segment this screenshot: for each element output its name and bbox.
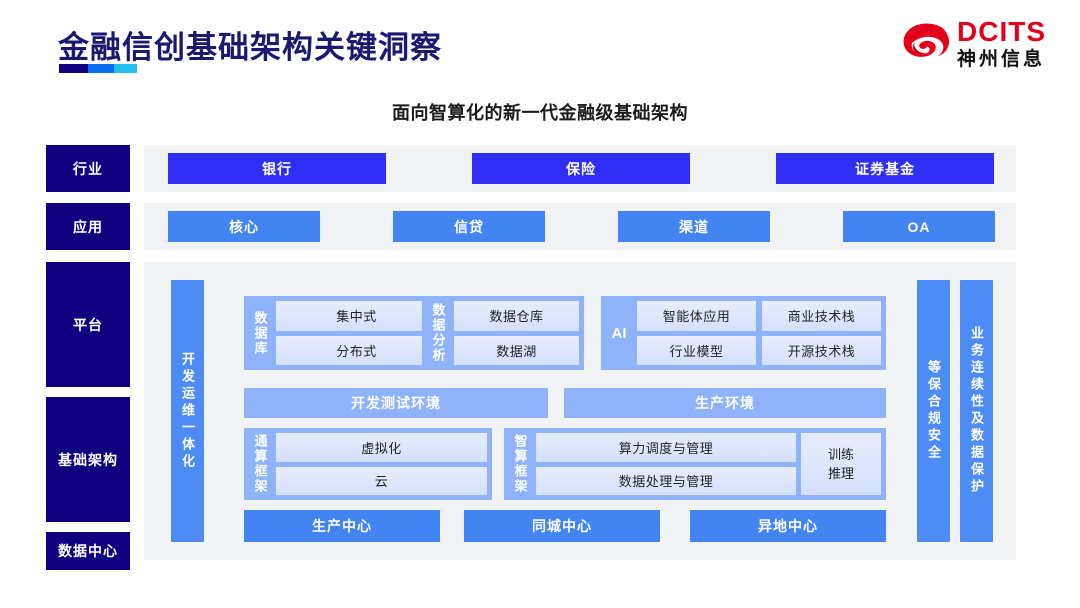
ai-item-industry-model[interactable]: 行业模型 xyxy=(637,335,756,365)
ai-item-opensource-stack[interactable]: 开源技术栈 xyxy=(762,335,881,365)
intelligent-framework-item-compute-scheduling[interactable]: 算力调度与管理 xyxy=(536,433,796,462)
group-data-analytics: 数据分析 数据仓库 数据湖 xyxy=(422,296,584,370)
underline-segment-navy xyxy=(59,64,88,73)
general-framework-item-virtualization[interactable]: 虚拟化 xyxy=(276,433,487,462)
database-item-centralized[interactable]: 集中式 xyxy=(276,301,437,331)
datacenter-remote[interactable]: 异地中心 xyxy=(690,510,886,542)
brand-logo: DCITS 神州信息 xyxy=(901,18,1046,69)
infer-label: 推理 xyxy=(827,466,854,481)
sidebar-security: 等保合规安全 xyxy=(917,280,950,542)
database-item-distributed[interactable]: 分布式 xyxy=(276,335,437,365)
page-subtitle: 面向智算化的新一代金融级基础架构 xyxy=(392,103,688,123)
application-row: 核心 信贷 渠道 OA xyxy=(144,203,1016,250)
page-title: 金融信创基础架构关键洞察 xyxy=(58,30,442,65)
analytics-item-lake[interactable]: 数据湖 xyxy=(454,335,579,365)
group-label-database: 数据库 xyxy=(252,310,268,356)
datacenter-same-city[interactable]: 同城中心 xyxy=(464,510,660,542)
group-label-intelligent-framework: 智算框架 xyxy=(512,434,528,494)
intelligent-framework-item-data-processing[interactable]: 数据处理与管理 xyxy=(536,466,796,495)
train-label: 训练 xyxy=(827,446,854,462)
title-underline xyxy=(59,64,137,73)
layer-label-infrastructure: 基础架构 xyxy=(46,397,130,522)
layer-label-industry: 行业 xyxy=(46,145,130,192)
analytics-item-warehouse[interactable]: 数据仓库 xyxy=(454,301,579,331)
application-item-channel[interactable]: 渠道 xyxy=(618,211,770,242)
slide-header: 金融信创基础架构关键洞察 DCITS 神州信息 xyxy=(0,0,1080,92)
logo-text-cn: 神州信息 xyxy=(957,49,1046,70)
industry-item-insurance[interactable]: 保险 xyxy=(472,153,690,184)
group-label-general-framework: 通算框架 xyxy=(252,434,268,494)
group-ai: AI 智能体应用 行业模型 商业技术栈 开源技术栈 xyxy=(601,296,886,370)
deco-stripe xyxy=(1040,378,1080,583)
general-framework-item-cloud[interactable]: 云 xyxy=(276,466,487,495)
ai-item-commercial-stack[interactable]: 商业技术栈 xyxy=(762,301,881,331)
group-intelligent-computing-framework: 智算框架 算力调度与管理 数据处理与管理 训练 推理 xyxy=(504,428,886,500)
group-label-ai: AI xyxy=(611,324,627,342)
sidebar-devops: 开发运维一体化 xyxy=(171,280,204,542)
application-item-credit[interactable]: 信贷 xyxy=(393,211,545,242)
underline-segment-cyan xyxy=(114,64,137,73)
group-database: 数据库 集中式 分布式 xyxy=(244,296,442,370)
environment-dev-test[interactable]: 开发测试环境 xyxy=(244,388,548,418)
intelligent-framework-train-infer[interactable]: 训练 推理 xyxy=(801,433,881,495)
logo-text-en: DCITS xyxy=(957,16,1046,47)
deco-stripe xyxy=(1076,378,1080,583)
industry-item-securities[interactable]: 证券基金 xyxy=(776,153,994,184)
sidebar-business-continuity: 业务连续性及数据保护 xyxy=(960,280,993,542)
dcits-swirl-logo-icon xyxy=(903,23,949,57)
ai-item-agent-application[interactable]: 智能体应用 xyxy=(637,301,756,331)
layer-label-datacenter: 数据中心 xyxy=(46,532,130,570)
group-label-data-analytics: 数据分析 xyxy=(430,303,446,363)
layer-label-platform: 平台 xyxy=(46,262,130,387)
datacenter-production[interactable]: 生产中心 xyxy=(244,510,440,542)
application-item-oa[interactable]: OA xyxy=(843,211,995,242)
group-general-computing-framework: 通算框架 虚拟化 云 xyxy=(244,428,492,500)
layer-label-application: 应用 xyxy=(46,203,130,250)
industry-item-bank[interactable]: 银行 xyxy=(168,153,386,184)
application-item-core[interactable]: 核心 xyxy=(168,211,320,242)
industry-row: 银行 保险 证券基金 xyxy=(144,145,1016,192)
underline-segment-blue xyxy=(88,64,114,73)
platform-panel: 开发运维一体化 等保合规安全 业务连续性及数据保护 数据库 集中式 分布式 数据… xyxy=(144,262,1016,560)
environment-production[interactable]: 生产环境 xyxy=(564,388,886,418)
